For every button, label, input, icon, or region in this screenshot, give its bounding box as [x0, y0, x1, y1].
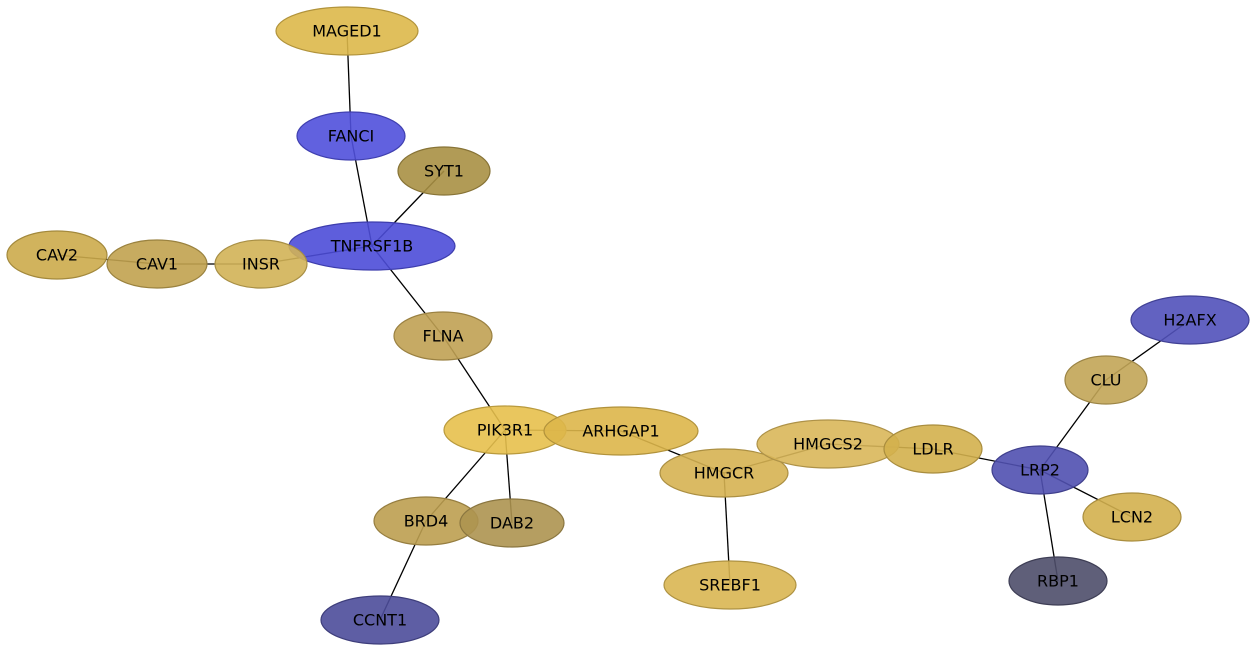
node-srebf1[interactable]: SREBF1 — [663, 560, 797, 610]
node-label: PIK3R1 — [477, 421, 533, 440]
node-ellipse — [106, 239, 208, 289]
node-ellipse — [663, 560, 797, 610]
node-label: TNFRSF1B — [330, 237, 414, 256]
node-ellipse — [6, 230, 108, 280]
node-ellipse — [320, 595, 440, 645]
node-flna[interactable]: FLNA — [393, 311, 493, 361]
node-label: HMGCS2 — [793, 435, 863, 454]
node-maged1[interactable]: MAGED1 — [275, 6, 419, 56]
node-ellipse — [459, 498, 565, 548]
node-ellipse — [296, 111, 406, 161]
node-syt1[interactable]: SYT1 — [397, 146, 491, 196]
node-ellipse — [275, 6, 419, 56]
node-ellipse — [883, 424, 983, 474]
node-ellipse — [397, 146, 491, 196]
node-hmgcr[interactable]: HMGCR — [659, 448, 789, 498]
node-label: LDLR — [912, 440, 953, 459]
edge-layer — [56, 30, 1191, 621]
node-ellipse — [214, 239, 308, 289]
node-ellipse — [393, 311, 493, 361]
node-label: ARHGAP1 — [582, 422, 659, 441]
node-insr[interactable]: INSR — [214, 239, 308, 289]
node-tnfrsf1b[interactable]: TNFRSF1B — [288, 221, 456, 271]
node-label: CAV1 — [136, 255, 178, 274]
node-ellipse — [543, 406, 699, 456]
node-lcn2[interactable]: LCN2 — [1082, 492, 1182, 542]
node-clu[interactable]: CLU — [1064, 355, 1148, 405]
node-label: RBP1 — [1037, 572, 1079, 591]
node-brd4[interactable]: BRD4 — [373, 496, 479, 546]
node-label: MAGED1 — [312, 22, 381, 41]
node-fanci[interactable]: FANCI — [296, 111, 406, 161]
node-label: BRD4 — [404, 512, 449, 531]
node-cav1[interactable]: CAV1 — [106, 239, 208, 289]
node-label: INSR — [242, 255, 280, 274]
node-label: LRP2 — [1020, 461, 1060, 480]
node-rbp1[interactable]: RBP1 — [1008, 556, 1108, 606]
node-ccnt1[interactable]: CCNT1 — [320, 595, 440, 645]
node-label: DAB2 — [490, 514, 534, 533]
node-label: LCN2 — [1111, 508, 1153, 527]
node-label: CLU — [1091, 371, 1122, 390]
node-cav2[interactable]: CAV2 — [6, 230, 108, 280]
node-pik3r1[interactable]: PIK3R1 — [443, 405, 567, 455]
node-arhgap1[interactable]: ARHGAP1 — [543, 406, 699, 456]
node-ellipse — [991, 445, 1089, 495]
node-label: H2AFX — [1163, 311, 1216, 330]
node-label: CCNT1 — [353, 611, 407, 630]
node-ellipse — [659, 448, 789, 498]
node-ellipse — [1082, 492, 1182, 542]
node-ellipse — [1130, 295, 1250, 345]
node-label: HMGCR — [694, 464, 755, 483]
node-lrp2[interactable]: LRP2 — [991, 445, 1089, 495]
node-ellipse — [1008, 556, 1108, 606]
node-label: SREBF1 — [699, 576, 761, 595]
node-ellipse — [1064, 355, 1148, 405]
node-dab2[interactable]: DAB2 — [459, 498, 565, 548]
node-hmgcs2[interactable]: HMGCS2 — [756, 419, 900, 469]
node-label: FANCI — [328, 127, 375, 146]
node-ldlr[interactable]: LDLR — [883, 424, 983, 474]
node-label: SYT1 — [424, 162, 464, 181]
node-label: CAV2 — [36, 246, 78, 265]
node-h2afx[interactable]: H2AFX — [1130, 295, 1250, 345]
node-label: FLNA — [422, 327, 463, 346]
